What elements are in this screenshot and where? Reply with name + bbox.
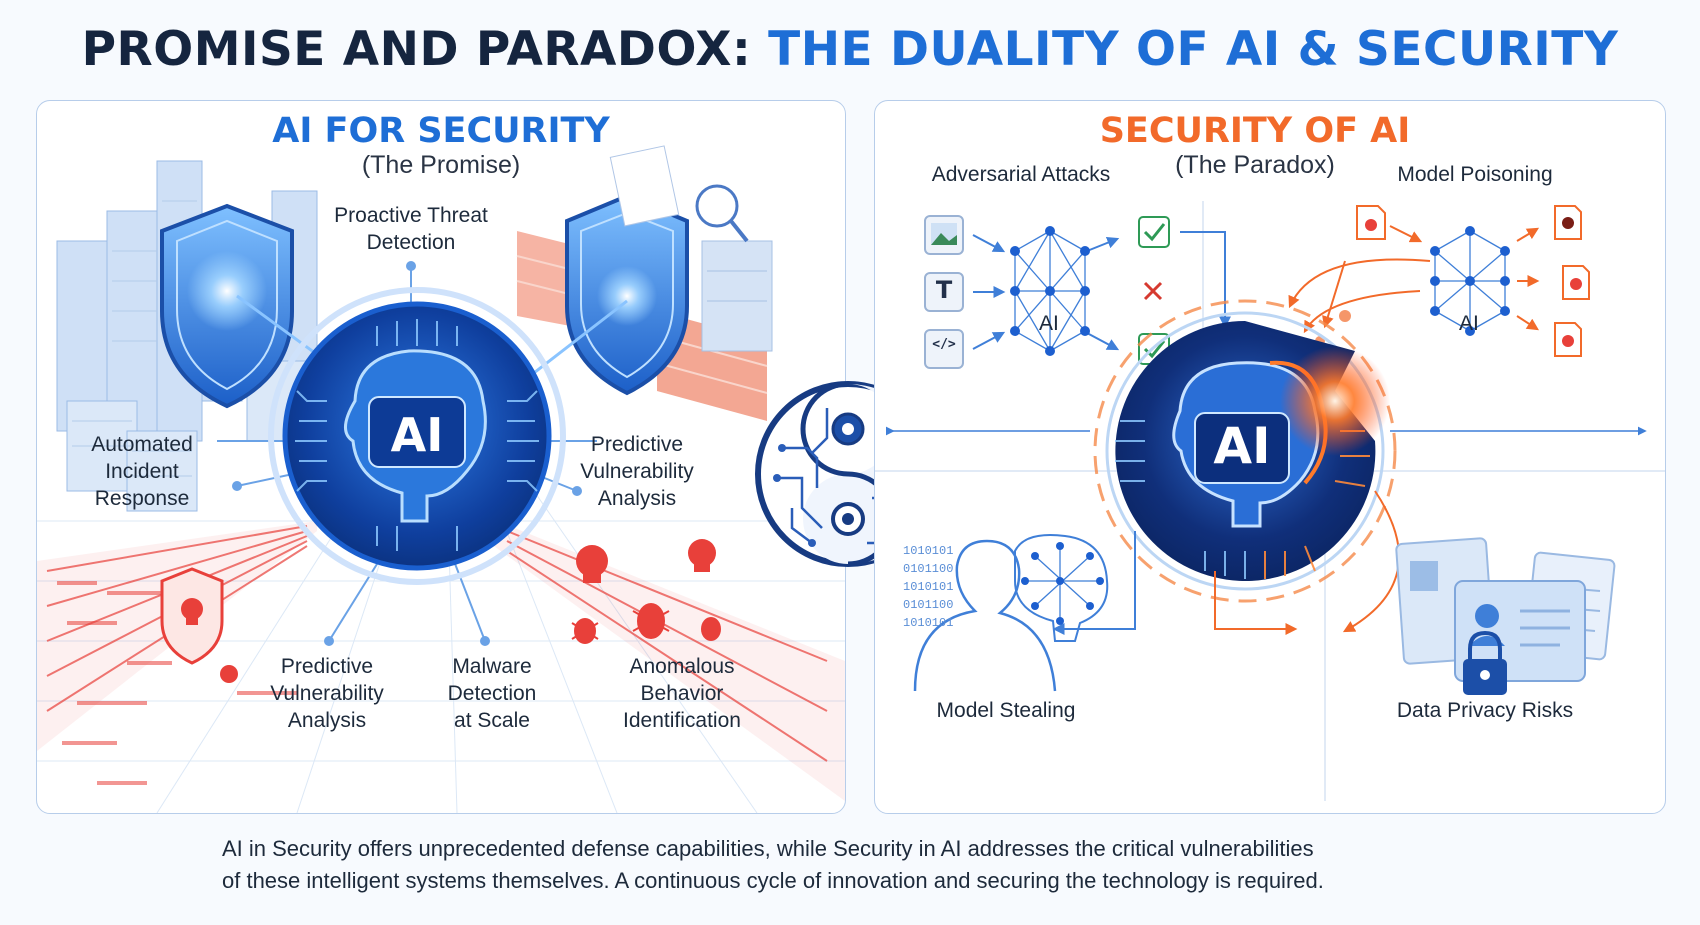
label-adversarial-attacks: Adversarial Attacks: [931, 163, 1111, 186]
skull-file-icon: [1554, 205, 1582, 240]
caption: AI in Security offers unprecedented defe…: [222, 833, 1522, 897]
poisoned-file-icon: [1562, 265, 1590, 300]
compromised-shield-icon: [160, 567, 224, 665]
skull-icon: [576, 545, 608, 583]
stolen-brain-network-icon: [1014, 534, 1109, 642]
lock-icon: [1463, 630, 1507, 695]
code-icon: [924, 329, 964, 369]
right-ai-label: AI: [1213, 417, 1271, 475]
title-part-2: THE DUALITY OF AI & SECURITY: [768, 22, 1619, 77]
server-icon: [701, 240, 773, 352]
poisoning-ai-label: AI: [1459, 312, 1479, 335]
label-model-stealing: Model Stealing: [936, 699, 1076, 722]
left-heading: AI FOR SECURITY: [272, 111, 610, 151]
cross-icon: [1143, 281, 1163, 301]
caption-line-1: AI in Security offers unprecedented defe…: [222, 836, 1314, 861]
code-icon-glyph: </>: [932, 337, 956, 352]
ai-for-security-panel: AI FOR SECURITY (The Promise) AI Proacti…: [36, 100, 846, 814]
text-icon-glyph: T: [935, 276, 953, 304]
security-of-ai-illustration: [875, 201, 1665, 801]
poisoned-file-icon: [1356, 205, 1386, 240]
skull-icon: [688, 539, 716, 572]
bug-icon: [701, 617, 721, 641]
ai-core: [268, 287, 566, 585]
ai-for-security-illustration: [37, 145, 845, 813]
label-model-poisoning: Model Poisoning: [1397, 163, 1553, 186]
right-subheading: (The Paradox): [1175, 151, 1335, 179]
bug-icon: [571, 618, 599, 644]
text-icon: [924, 272, 964, 312]
person-silhouette-icon: [913, 539, 1057, 692]
right-heading: SECURITY OF AI: [1099, 111, 1411, 151]
shield-icon: [565, 193, 689, 396]
document-magnifier-icon: [609, 145, 749, 243]
left-ai-label: AI: [390, 408, 444, 462]
security-of-ai-panel: SECURITY OF AI (The Paradox) AI Adversar…: [874, 100, 1666, 814]
compromised-ai-core: [1093, 299, 1397, 603]
image-icon: [924, 215, 964, 255]
neural-network-icon: [1430, 226, 1510, 336]
id-card-icon: [1454, 580, 1586, 682]
skull-icon: [220, 665, 238, 683]
adversarial-ai-label: AI: [1039, 312, 1059, 335]
neural-network-icon: [1010, 226, 1090, 356]
check-icon: [1138, 216, 1170, 248]
title-part-1: PROMISE AND PARADOX:: [81, 22, 752, 77]
poisoned-file-icon: [1554, 322, 1582, 357]
left-subheading: (The Promise): [361, 151, 521, 179]
page-title: PROMISE AND PARADOX: THE DUALITY OF AI &…: [0, 22, 1700, 77]
shield-icon: [160, 203, 294, 409]
bug-icon: [632, 603, 670, 639]
label-data-privacy-risks: Data Privacy Risks: [1396, 699, 1574, 722]
caption-line-2: of these intelligent systems themselves.…: [222, 868, 1324, 893]
